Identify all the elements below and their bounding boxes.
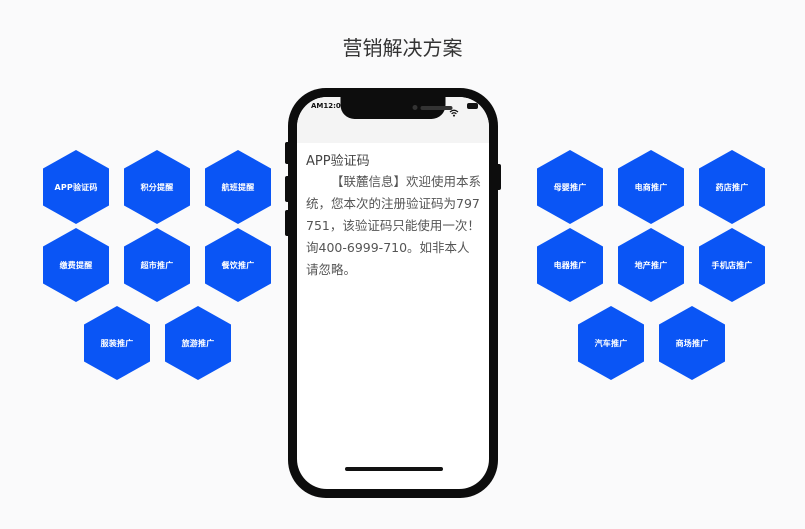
camera-icon [412, 105, 418, 110]
hex-appliance-promo[interactable]: 电器推广 [537, 228, 603, 302]
hex-points-reminder[interactable]: 积分提醒 [124, 150, 190, 224]
hex-supermarket-promo[interactable]: 超市推广 [124, 228, 190, 302]
phone-mockup: AM12:00 APP验证码 【联麓信息】欢迎使用本系统，您本次的注册验证码为7… [288, 88, 498, 498]
phone-screen: AM12:00 APP验证码 【联麓信息】欢迎使用本系统，您本次的注册验证码为7… [297, 97, 489, 489]
hex-auto-promo[interactable]: 汽车推广 [578, 306, 644, 380]
hex-travel-promo[interactable]: 旅游推广 [165, 306, 231, 380]
hex-payment-reminder[interactable]: 缴费提醒 [43, 228, 109, 302]
hex-realestate-promo[interactable]: 地产推广 [618, 228, 684, 302]
home-indicator [345, 467, 443, 471]
phone-notch [340, 97, 453, 119]
phone-mute-switch [285, 142, 290, 164]
hex-phone-store-promo[interactable]: 手机店推广 [699, 228, 765, 302]
phone-volume-down-button [285, 210, 290, 236]
phone-power-button [496, 164, 501, 190]
sms-message: APP验证码 【联麓信息】欢迎使用本系统，您本次的注册验证码为797751，该验… [306, 153, 482, 281]
hex-maternity-promo[interactable]: 母婴推广 [537, 150, 603, 224]
sms-body: 【联麓信息】欢迎使用本系统，您本次的注册验证码为797751，该验证码只能使用一… [306, 174, 482, 277]
hex-flight-reminder[interactable]: 航班提醒 [205, 150, 271, 224]
hex-clothing-promo[interactable]: 服装推广 [84, 306, 150, 380]
wifi-icon [449, 102, 459, 121]
speaker-icon [420, 106, 453, 110]
hex-mall-promo[interactable]: 商场推广 [659, 306, 725, 380]
hex-pharmacy-promo[interactable]: 药店推广 [699, 150, 765, 224]
page-title: 营销解决方案 [342, 36, 463, 60]
battery-icon [467, 103, 478, 109]
phone-volume-up-button [285, 176, 290, 202]
status-time: AM12:00 [311, 102, 346, 110]
hex-restaurant-promo[interactable]: 餐饮推广 [205, 228, 271, 302]
sms-title: APP验证码 [306, 154, 370, 169]
hex-app-verification[interactable]: APP验证码 [43, 150, 109, 224]
hex-ecommerce-promo[interactable]: 电商推广 [618, 150, 684, 224]
